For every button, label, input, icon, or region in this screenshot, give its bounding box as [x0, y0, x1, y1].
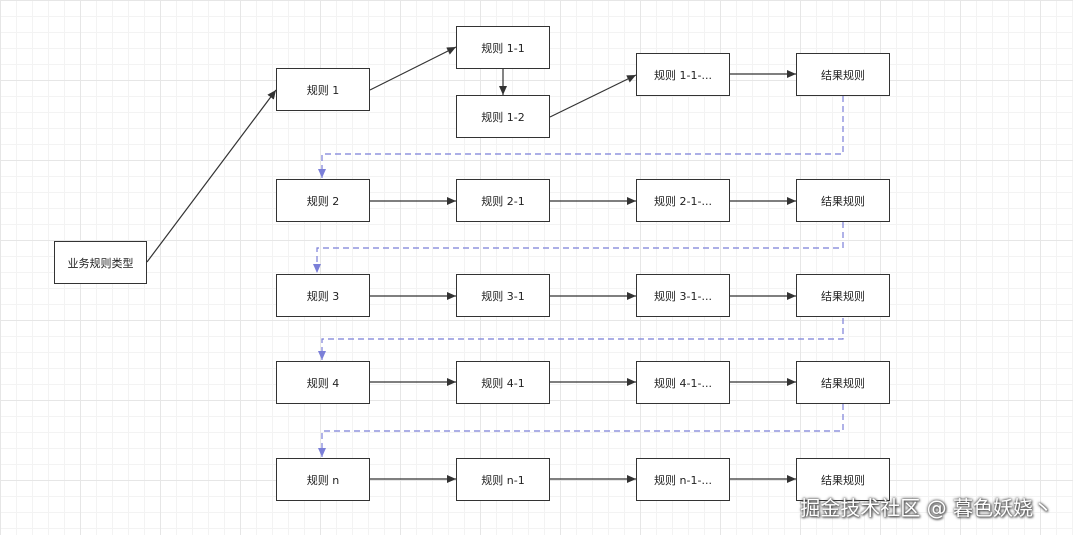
edge-r1_2-r1_1x: [549, 74, 637, 118]
edge-res3-r4: [318, 318, 844, 360]
edge-root-r1: [146, 89, 277, 263]
watermark: 掘金技术社区 @ 暮色妖娆丶: [800, 496, 1053, 520]
node-rule-2-1-x[interactable]: 规则 2-1-...: [636, 179, 730, 222]
node-rule-4-1-x[interactable]: 规则 4-1-...: [636, 361, 730, 404]
node-rule-2-1[interactable]: 规则 2-1: [456, 179, 550, 222]
edge-res1-r2: [318, 96, 844, 178]
node-rule-n-1-x[interactable]: 规则 n-1-...: [636, 458, 730, 501]
node-rule-n-1[interactable]: 规则 n-1: [456, 458, 550, 501]
node-rule-2[interactable]: 规则 2: [276, 179, 370, 222]
node-rule-n[interactable]: 规则 n: [276, 458, 370, 501]
edge-res2-r3: [313, 222, 844, 273]
node-rule-1-2[interactable]: 规则 1-2: [456, 95, 550, 138]
node-rule-3-1-x[interactable]: 规则 3-1-...: [636, 274, 730, 317]
node-rule-1-1[interactable]: 规则 1-1: [456, 26, 550, 69]
node-rule-1[interactable]: 规则 1: [276, 68, 370, 111]
node-result-2[interactable]: 结果规则: [796, 179, 890, 222]
node-rule-1-1-x[interactable]: 规则 1-1-...: [636, 53, 730, 96]
node-rule-3[interactable]: 规则 3: [276, 274, 370, 317]
node-result-3[interactable]: 结果规则: [796, 274, 890, 317]
node-result-1[interactable]: 结果规则: [796, 53, 890, 96]
node-business-rule-type[interactable]: 业务规则类型: [54, 241, 147, 284]
node-rule-3-1[interactable]: 规则 3-1: [456, 274, 550, 317]
edge-r1-r1_1: [369, 46, 457, 91]
node-result-4[interactable]: 结果规则: [796, 361, 890, 404]
node-rule-4-1[interactable]: 规则 4-1: [456, 361, 550, 404]
node-rule-4[interactable]: 规则 4: [276, 361, 370, 404]
node-result-n[interactable]: 结果规则: [796, 458, 890, 501]
edge-res4-rn: [318, 404, 844, 457]
